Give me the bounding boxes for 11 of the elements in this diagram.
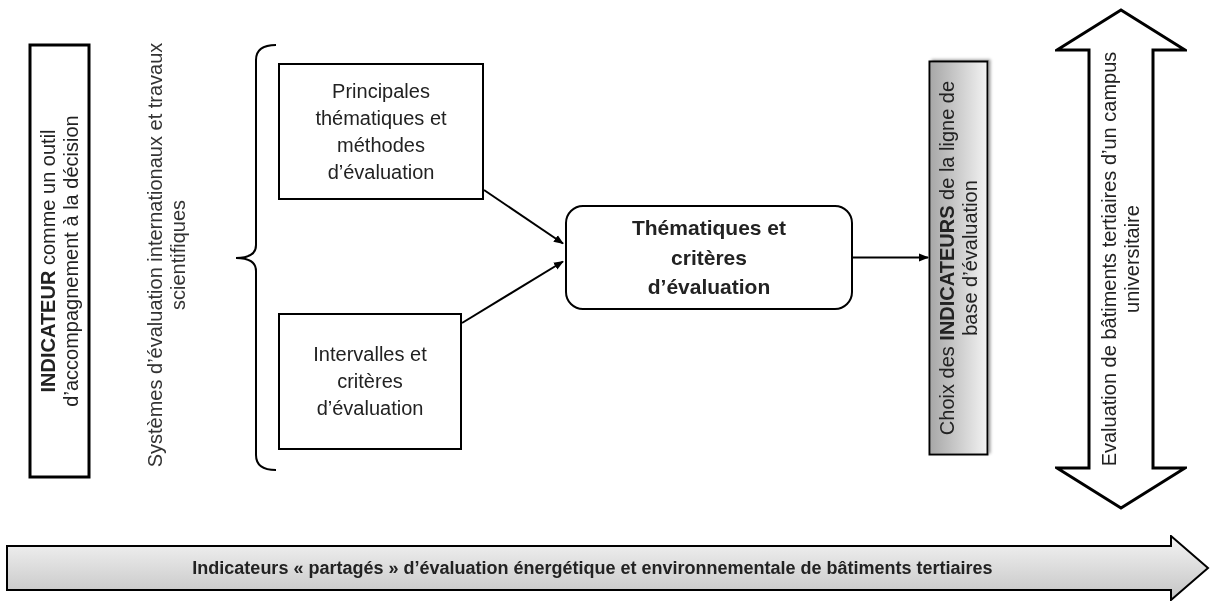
arrow <box>483 189 564 245</box>
arrow-text: Evaluation de bâtiments tertiaires d’un campus universitaire <box>1097 50 1144 469</box>
rotated-text: Systèmes d’évaluation internationaux et travaux scientifiques <box>144 41 190 470</box>
process-box: Intervalles et critères d’évaluation <box>278 313 462 450</box>
arrow <box>852 253 929 262</box>
rounded-box: Thématiques et critères d’évaluation <box>565 205 853 310</box>
arrow-text: Indicateurs « partagés » d’évaluation énergétique et environnementale de bâtiments tertiaires <box>191 556 994 580</box>
block-arrow <box>5 535 1210 601</box>
double-arrow <box>1055 8 1187 510</box>
arrow <box>461 260 564 324</box>
process-box: Principales thématiques et méthodes d’évaluation <box>278 63 484 200</box>
